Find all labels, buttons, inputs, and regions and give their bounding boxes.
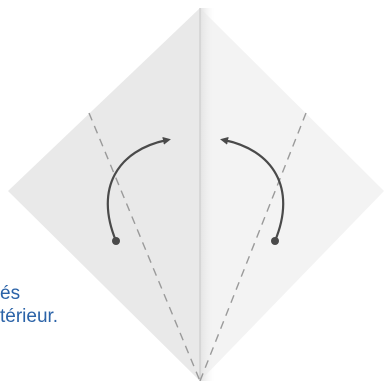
left-fold-arrow-icon xyxy=(106,136,171,245)
instruction-text-line-1: és xyxy=(0,283,21,304)
paper-left-half xyxy=(8,8,200,381)
paper-square xyxy=(8,8,384,381)
paper-right-half xyxy=(200,8,384,381)
instruction-text-line-2: térieur. xyxy=(0,306,59,327)
center-crease-shadow xyxy=(200,8,214,381)
right-fold-arrow-icon xyxy=(220,136,285,245)
left-fold-line xyxy=(88,112,201,382)
right-fold-line xyxy=(199,112,307,382)
